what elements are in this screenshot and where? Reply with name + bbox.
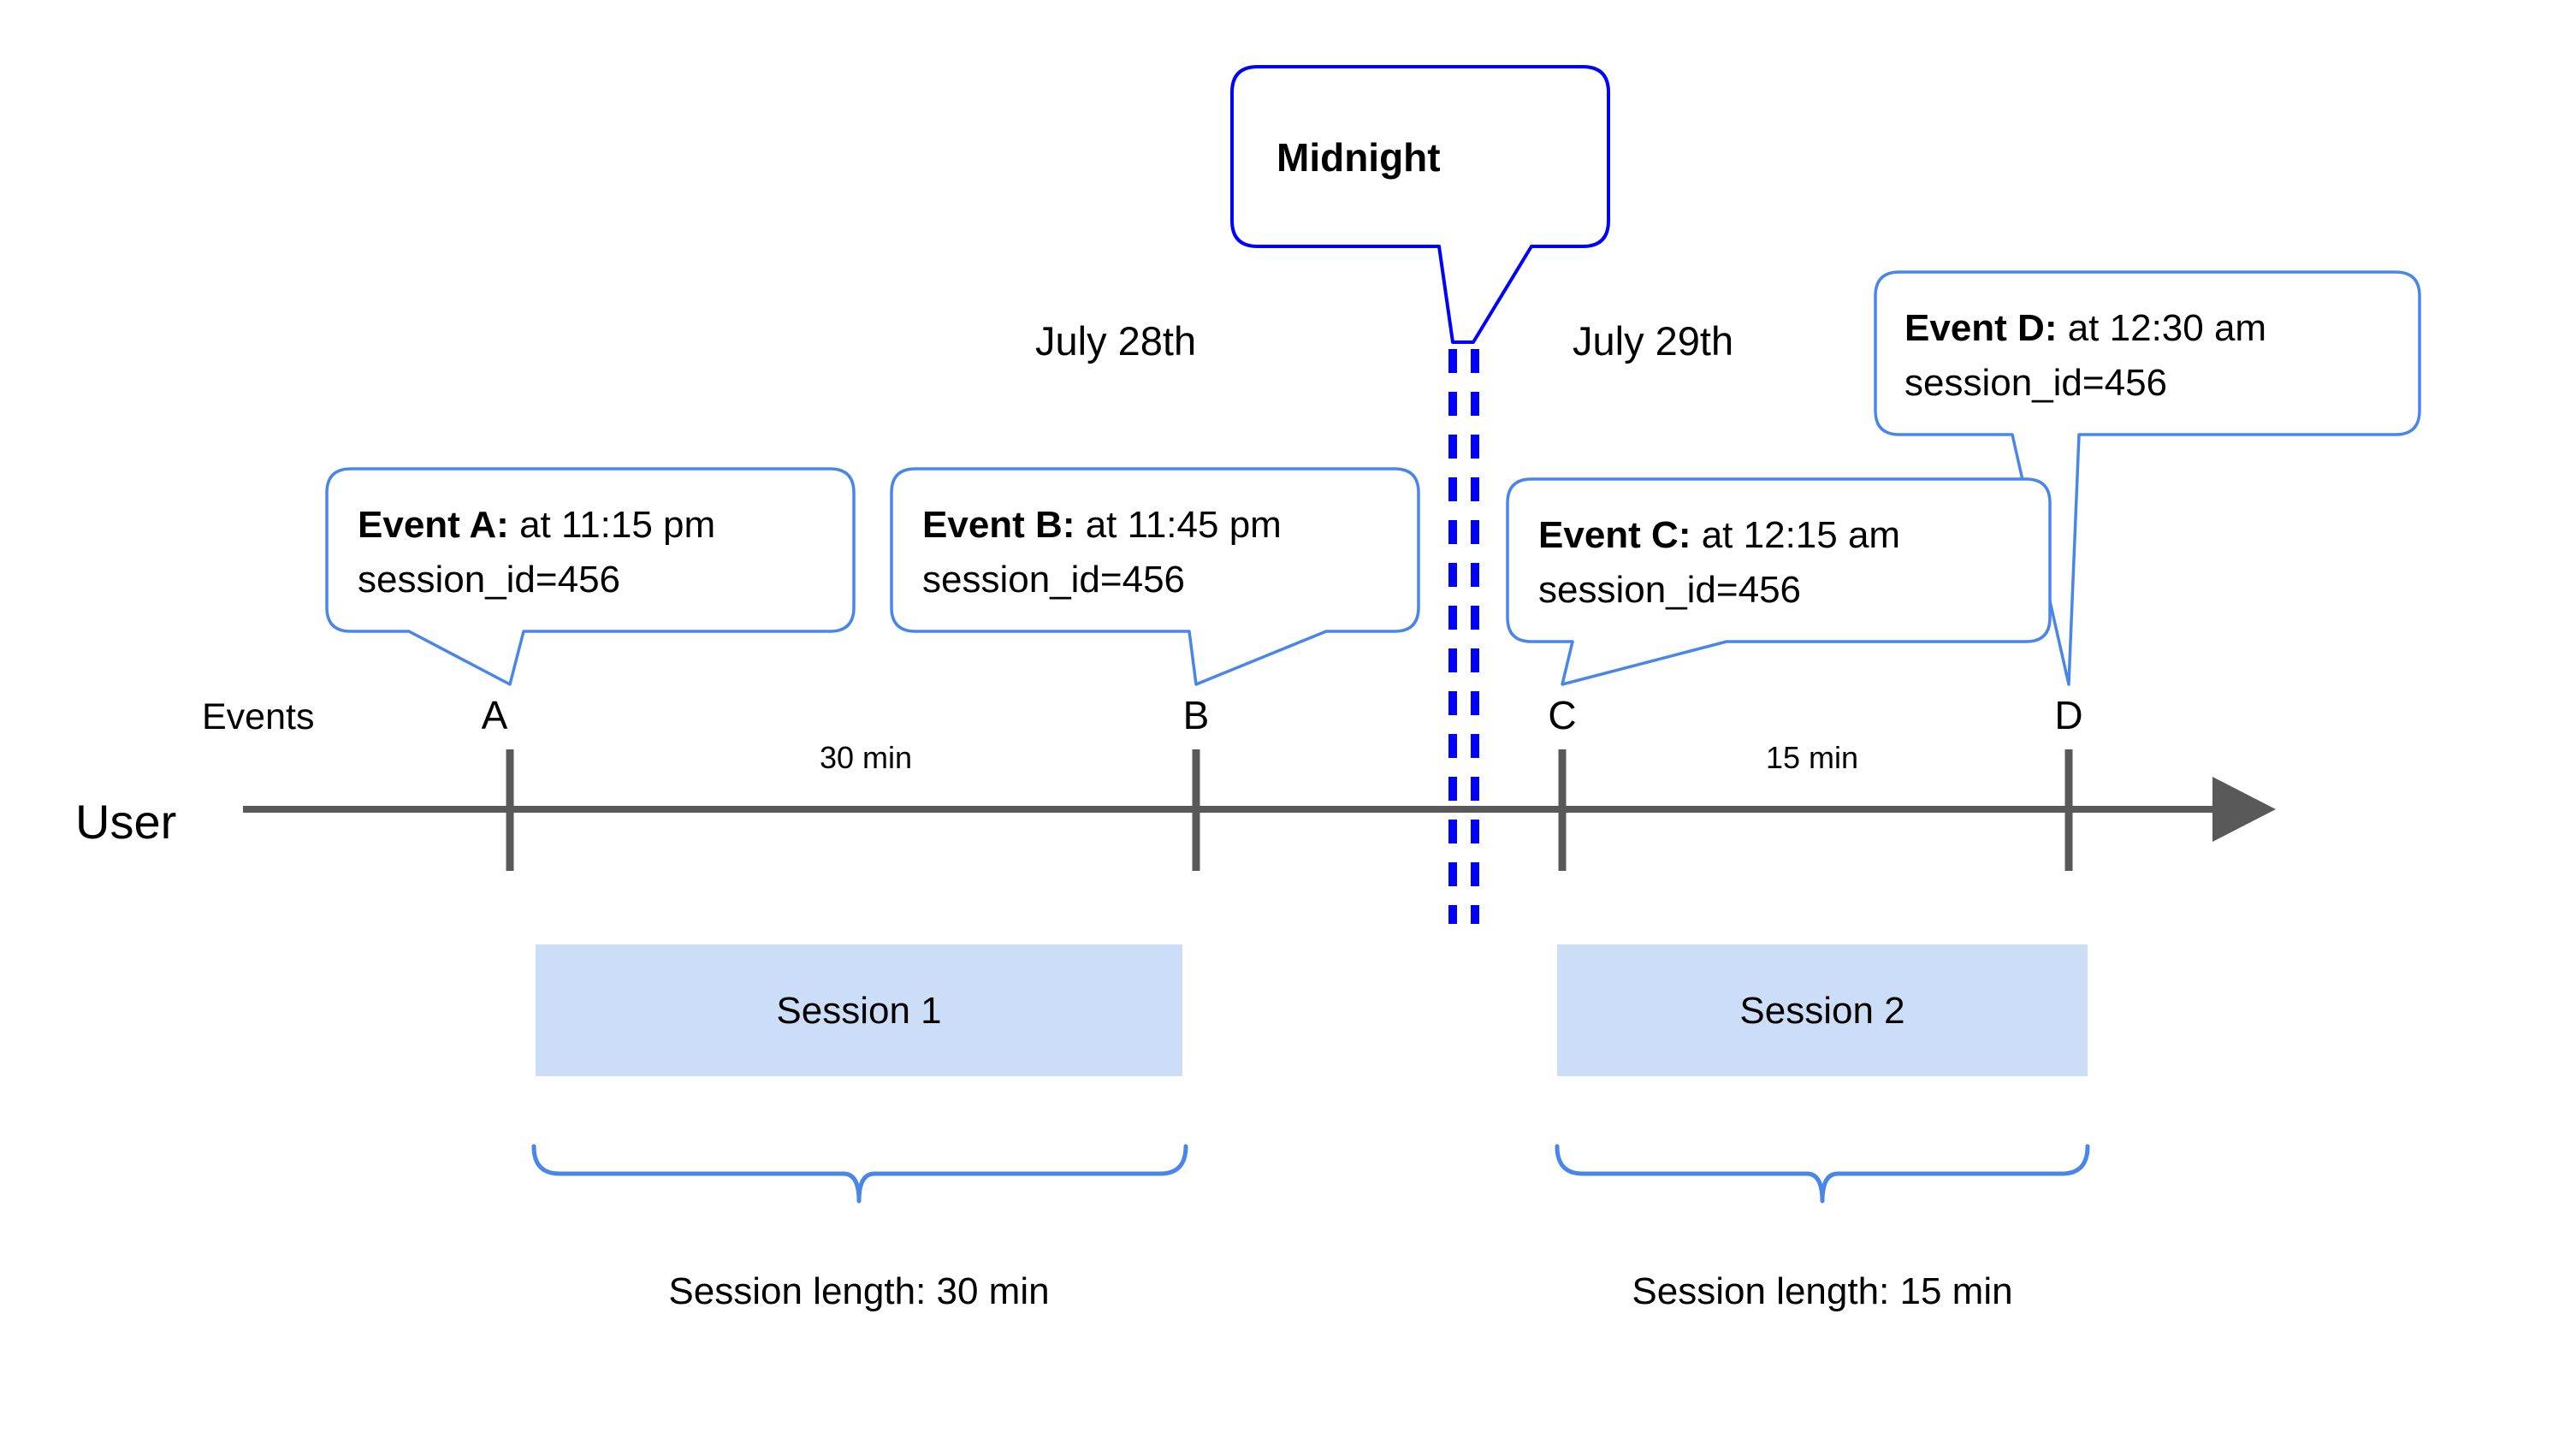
event-marker-label-A: A <box>482 693 508 737</box>
session-bar-label-1: Session 1 <box>776 990 941 1032</box>
event-callout-C-line2: session_id=456 <box>1538 569 1801 611</box>
event-callout-B-title: Event B: <box>922 504 1075 546</box>
event-callout-D-line1: Event D: at 12:30 am <box>1904 307 2266 349</box>
midnight-divider <box>1448 349 1479 924</box>
midnight-callout: Midnight <box>1230 65 1610 344</box>
event-callout-A-line1: Event A: at 11:15 pm <box>358 504 715 546</box>
event-callout-B-line2: session_id=456 <box>922 559 1185 601</box>
session-length-label-1: Session length: 30 min <box>668 1270 1049 1312</box>
event-callout-C: Event C: at 12:15 am session_id=456 <box>1506 477 2052 686</box>
event-callout-A-title: Event A: <box>358 504 509 546</box>
event-callout-D-line2: session_id=456 <box>1904 362 2167 404</box>
event-marker-label-B: B <box>1183 693 1210 737</box>
axis-arrow-icon <box>2212 777 2276 842</box>
date-label-july-29: July 29th <box>1573 318 1733 364</box>
event-callout-A: Event A: at 11:15 pm session_id=456 <box>325 467 856 686</box>
event-callout-C-title: Event C: <box>1538 514 1691 556</box>
brace-session-1 <box>531 1144 1188 1204</box>
row-label-user: User <box>75 795 176 849</box>
event-callout-D-time: at 12:30 am <box>2057 307 2266 349</box>
duration-label-c-to-d: 15 min <box>1766 740 1858 775</box>
session-bar-label-2: Session 2 <box>1739 990 1904 1032</box>
session-length-label-2: Session length: 15 min <box>1632 1270 2012 1312</box>
event-marker-label-C: C <box>1548 693 1576 737</box>
event-callout-A-line2: session_id=456 <box>358 559 620 601</box>
midnight-callout-label: Midnight <box>1276 135 1441 180</box>
session-bar-session-2: Session 2 <box>1557 944 2088 1076</box>
event-callout-B-line1: Event B: at 11:45 pm <box>922 504 1282 546</box>
event-marker-label-D: D <box>2054 693 2082 737</box>
date-label-july-28: July 28th <box>1035 318 1196 364</box>
brace-session-2 <box>1555 1144 2090 1204</box>
event-callout-A-time: at 11:15 pm <box>509 504 715 546</box>
event-callout-C-line1: Event C: at 12:15 am <box>1538 514 1900 556</box>
row-label-events: Events <box>202 696 314 737</box>
event-callout-D-title: Event D: <box>1904 307 2057 349</box>
event-callout-B: Event B: at 11:45 pm session_id=456 <box>890 467 1420 686</box>
duration-label-a-to-b: 30 min <box>820 740 912 775</box>
event-callout-B-time: at 11:45 pm <box>1075 504 1281 546</box>
session-bar-session-1: Session 1 <box>536 944 1182 1076</box>
event-callout-D: Event D: at 12:30 am session_id=456 <box>1874 270 2421 686</box>
timeline-axis <box>243 777 2276 842</box>
event-callout-C-time: at 12:15 am <box>1691 514 1900 556</box>
